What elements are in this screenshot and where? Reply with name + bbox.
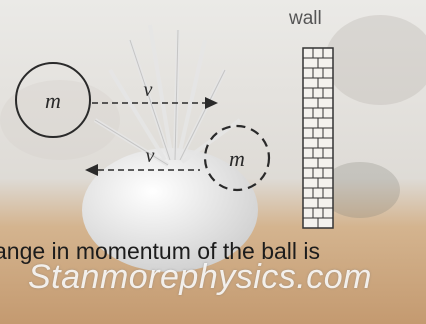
velocity-label-incoming: v [144,79,153,101]
wall-label: wall [289,8,322,29]
question-caption: ange in momentum of the ball is [0,238,321,264]
brick-wall [302,47,334,229]
arrowhead-left-icon [85,164,98,176]
watermark: Stanmorephysics.com [28,258,372,296]
arrowhead-right-icon [205,97,218,109]
ball-rebound-mass-label: m [229,146,245,171]
ball-rebound [203,124,271,192]
ball-incoming [15,62,91,138]
ball-incoming-mass-label: m [45,88,61,113]
velocity-label-rebound: v [146,145,155,167]
